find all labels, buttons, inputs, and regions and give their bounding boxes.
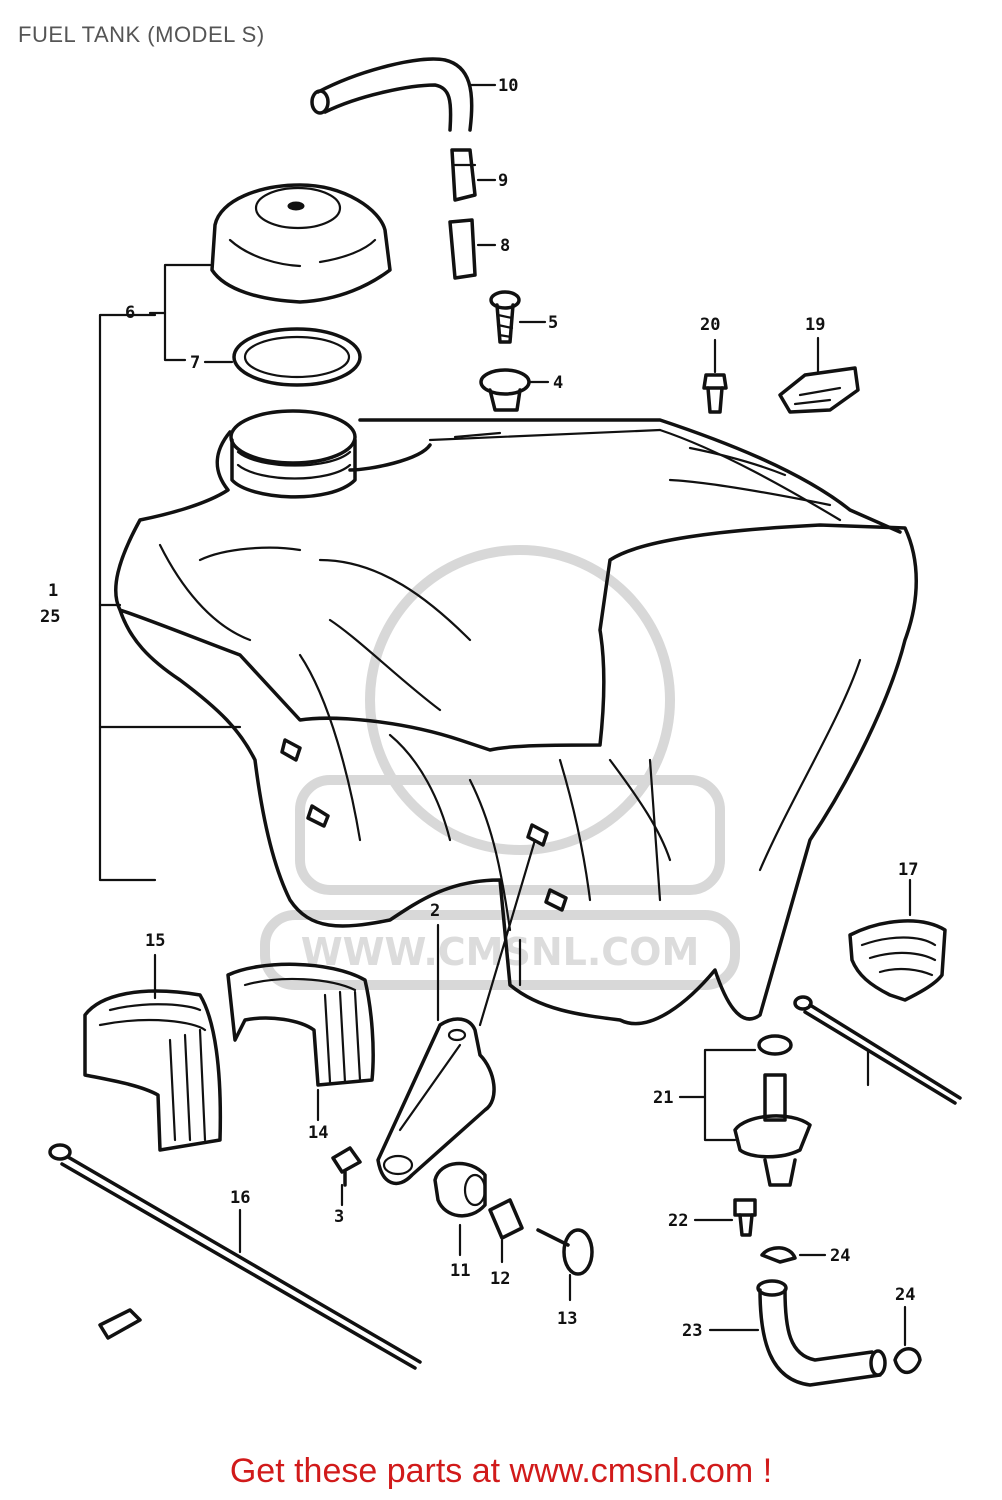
callout-7: 7 — [190, 353, 200, 373]
watermark-text: WWW.CMSNL.COM — [301, 930, 700, 974]
footer-link[interactable]: Get these parts at www.cmsnl.com ! — [229, 1452, 773, 1490]
part-6-fuel-cap — [210, 183, 392, 304]
callout-5: 5 — [548, 313, 558, 333]
callout-11: 11 — [450, 1261, 470, 1281]
callout-19: 19 — [805, 315, 825, 335]
part-12-collar — [488, 1198, 524, 1240]
part-3-bolt — [331, 1146, 362, 1187]
callout-1: 1 — [48, 581, 58, 601]
callout-20: 20 — [700, 315, 720, 335]
callout-10: 10 — [498, 76, 518, 96]
callout-14: 14 — [308, 1123, 328, 1143]
callout-4: 4 — [553, 373, 563, 393]
callout-16: 16 — [230, 1188, 250, 1208]
bracket-6-7 — [163, 263, 212, 362]
part-2-bracket — [376, 1017, 496, 1186]
part-16-rod — [48, 1143, 422, 1370]
bracket-1-25 — [98, 313, 242, 882]
part-11-grommet — [433, 1161, 487, 1218]
callout-17: 17 — [898, 860, 918, 880]
callout-25: 25 — [40, 607, 60, 627]
part-8-hose — [448, 218, 477, 280]
part-24-clip-2 — [893, 1347, 922, 1375]
callout-15: 15 — [145, 931, 165, 951]
callout-3: 3 — [334, 1207, 344, 1227]
part-24-clip — [760, 1246, 797, 1264]
fuel-tank-body — [114, 409, 918, 1026]
part-5-screw — [489, 290, 521, 344]
part-10-breather-hose — [310, 57, 474, 132]
part-14-cushion — [226, 962, 375, 1087]
part-4-nut — [479, 368, 531, 412]
small-nut — [98, 1308, 142, 1340]
callout-9: 9 — [498, 171, 508, 191]
callout-2: 2 — [430, 901, 440, 921]
part-7-gasket — [232, 327, 362, 387]
part-20-bolt — [702, 373, 728, 414]
part-17-cushion — [848, 919, 947, 1002]
callout-12: 12 — [490, 1269, 510, 1289]
callout-23: 23 — [682, 1321, 702, 1341]
callout-22: 22 — [668, 1211, 688, 1231]
part-22-screw — [733, 1198, 757, 1237]
callout-21: 21 — [653, 1088, 673, 1108]
leader-2b — [478, 838, 537, 1027]
part-19-strap — [778, 366, 860, 414]
part-9-valve — [450, 148, 477, 202]
callout-24a: 24 — [830, 1246, 850, 1266]
callout-6: 6 — [125, 303, 135, 323]
callout-13: 13 — [557, 1309, 577, 1329]
part-13-bolt — [536, 1228, 594, 1276]
callout-24b: 24 — [895, 1285, 915, 1305]
watermark-logo: WWW.CMSNL.COM — [260, 545, 740, 990]
callout-8: 8 — [500, 236, 510, 256]
page-title: FUEL TANK (MODEL S) — [18, 22, 265, 47]
parts-diagram: WWW.CMSNL.COM — [40, 57, 962, 1387]
part-18-rod — [793, 995, 962, 1105]
part-23-fuel-hose — [756, 1279, 887, 1387]
part-21-fuel-cock — [733, 1034, 812, 1187]
part-15-cushion — [83, 989, 223, 1152]
bracket-21 — [703, 1048, 757, 1142]
